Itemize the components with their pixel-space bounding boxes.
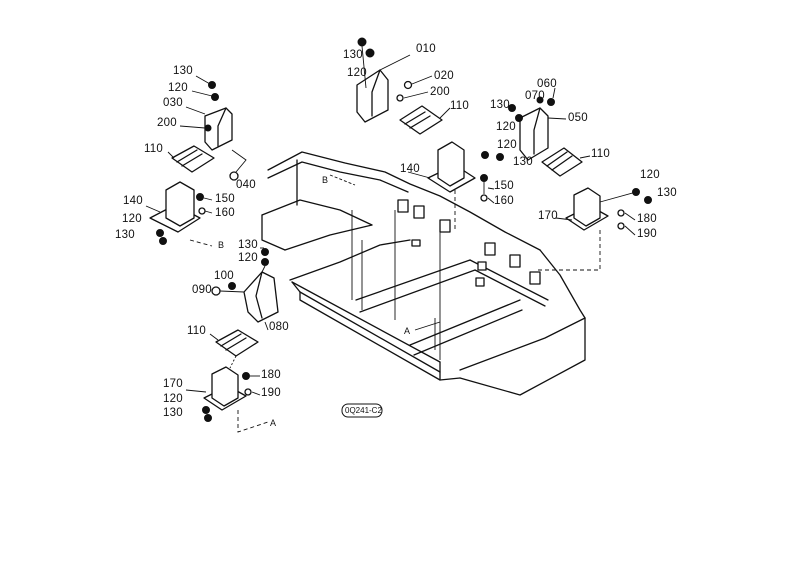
drawing-code-stamp: 0Q241-C2	[341, 403, 383, 418]
part-label-l-200-b: 200	[157, 117, 177, 129]
part-label-l-130-d: 130	[657, 187, 677, 199]
part-label-l-140-b: 140	[123, 195, 143, 207]
part-label-l-130-a: 130	[343, 49, 363, 61]
part-label-l-120-g: 120	[238, 252, 258, 264]
part-label-l-110-a: 110	[450, 100, 469, 112]
ref-a-left: A	[270, 418, 276, 428]
part-label-l-070: 070	[525, 90, 545, 102]
part-label-l-020: 020	[434, 70, 454, 82]
part-label-l-040: 040	[236, 179, 256, 191]
part-label-l-130-g: 130	[238, 239, 258, 251]
part-label-l-120-a: 120	[347, 67, 367, 79]
part-label-l-170-a: 170	[538, 210, 558, 222]
part-label-l-190-b: 190	[261, 387, 281, 399]
bracket-010-assembly	[356, 37, 495, 230]
part-label-l-050: 050	[568, 112, 588, 124]
chassis-frame	[261, 151, 586, 396]
part-label-l-130-e: 130	[173, 65, 193, 77]
bracket-030-assembly	[145, 75, 247, 247]
part-label-l-140-a: 140	[400, 163, 420, 175]
part-label-l-110-c: 110	[144, 143, 163, 155]
part-label-l-180-a: 180	[637, 213, 657, 225]
part-label-l-160-a: 160	[494, 195, 514, 207]
part-label-l-130-f: 130	[115, 229, 135, 241]
part-label-l-160-b: 160	[215, 207, 235, 219]
drawing-code: 0Q241-C2	[345, 406, 382, 415]
part-label-l-100: 100	[214, 270, 234, 282]
part-label-l-120-b: 120	[496, 121, 516, 133]
part-label-l-080: 080	[269, 321, 289, 333]
bracket-050-assembly	[481, 87, 652, 271]
ref-b-frame: B	[322, 175, 328, 185]
part-label-l-120-f: 120	[122, 213, 142, 225]
part-label-l-190-a: 190	[637, 228, 657, 240]
ref-b-left: B	[218, 240, 224, 250]
part-label-l-130-h: 130	[163, 407, 183, 419]
part-label-l-130-b: 130	[490, 99, 510, 111]
part-label-l-090: 090	[192, 284, 212, 296]
part-label-l-150-a: 150	[494, 180, 514, 192]
part-label-l-110-d: 110	[187, 325, 206, 337]
part-label-l-110-b: 110	[591, 148, 610, 160]
part-label-l-010: 010	[416, 43, 436, 55]
part-label-l-170-b: 170	[163, 378, 183, 390]
part-label-l-060: 060	[537, 78, 557, 90]
part-label-l-120-d: 120	[640, 169, 660, 181]
part-label-l-120-e: 120	[168, 82, 188, 94]
part-label-l-030: 030	[163, 97, 183, 109]
part-label-l-130-c: 130	[513, 156, 533, 168]
part-label-l-150-b: 150	[215, 193, 235, 205]
part-label-l-120-c: 120	[497, 139, 517, 151]
part-label-l-200-a: 200	[430, 86, 450, 98]
part-label-l-180-b: 180	[261, 369, 281, 381]
part-number-labels: 1301200100202001100600701301200501201301…	[115, 43, 677, 419]
part-label-l-120-h: 120	[163, 393, 183, 405]
bracket-080-assembly	[185, 247, 279, 433]
ref-a-frame: A	[404, 326, 410, 336]
